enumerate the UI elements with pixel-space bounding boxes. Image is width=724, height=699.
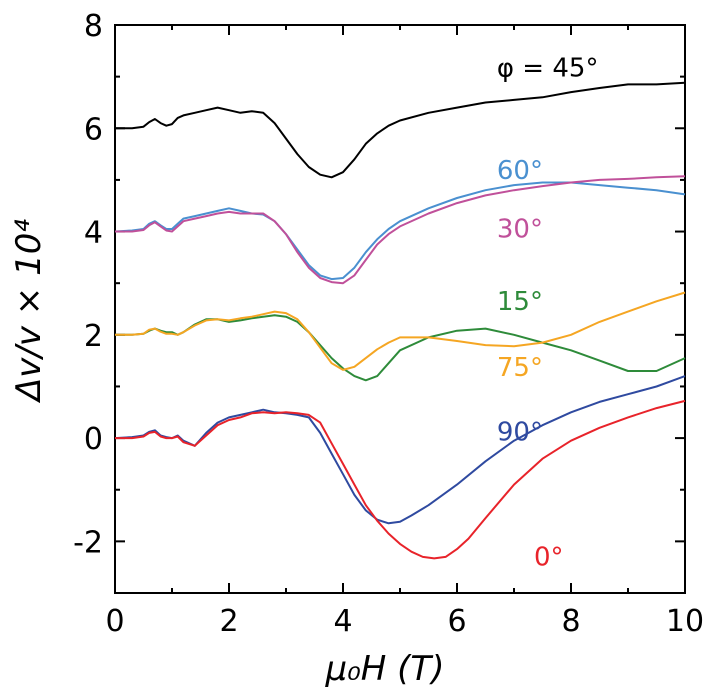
y-tick-label: 8 <box>84 9 103 44</box>
curve-label: 75° <box>497 353 543 383</box>
x-tick-label: 10 <box>666 604 704 639</box>
series-lines <box>114 81 686 560</box>
curve-label: 30° <box>497 215 543 245</box>
x-tick-label: 4 <box>333 604 352 639</box>
x-axis-label: μ₀H (T) <box>325 649 445 689</box>
curve-labels: φ = 45° 60° 30° 15° 75° 90° 0° <box>497 54 599 573</box>
y-tick-label: 2 <box>84 319 103 354</box>
x-tick-label: 6 <box>447 604 466 639</box>
x-tick-label: 0 <box>105 604 124 639</box>
series-line <box>114 375 686 525</box>
curve-label: 60° <box>497 156 543 186</box>
axis-tick-labels: 0 2 4 6 8 10 8 6 4 2 0 -2 <box>73 9 704 639</box>
y-tick-label: 0 <box>84 422 103 457</box>
series-line <box>115 175 686 285</box>
series-line <box>115 399 686 560</box>
curve-label: 15° <box>497 287 543 317</box>
series-line <box>115 314 686 382</box>
y-axis-label: Δv/v × 10⁴ <box>9 219 49 404</box>
curve-label: 0° <box>534 543 564 573</box>
x-tick-label: 2 <box>219 604 238 639</box>
curve-label: 90° <box>497 418 543 448</box>
axis-ticks <box>114 24 686 594</box>
series-line <box>114 181 686 281</box>
curve-label: φ = 45° <box>497 54 599 84</box>
y-tick-label: -2 <box>73 525 103 560</box>
x-tick-label: 8 <box>561 604 580 639</box>
y-tick-label: 4 <box>84 216 103 251</box>
plot-frame <box>114 24 686 594</box>
series-line <box>115 81 686 179</box>
y-tick-label: 6 <box>84 112 103 147</box>
series-line <box>115 291 686 371</box>
